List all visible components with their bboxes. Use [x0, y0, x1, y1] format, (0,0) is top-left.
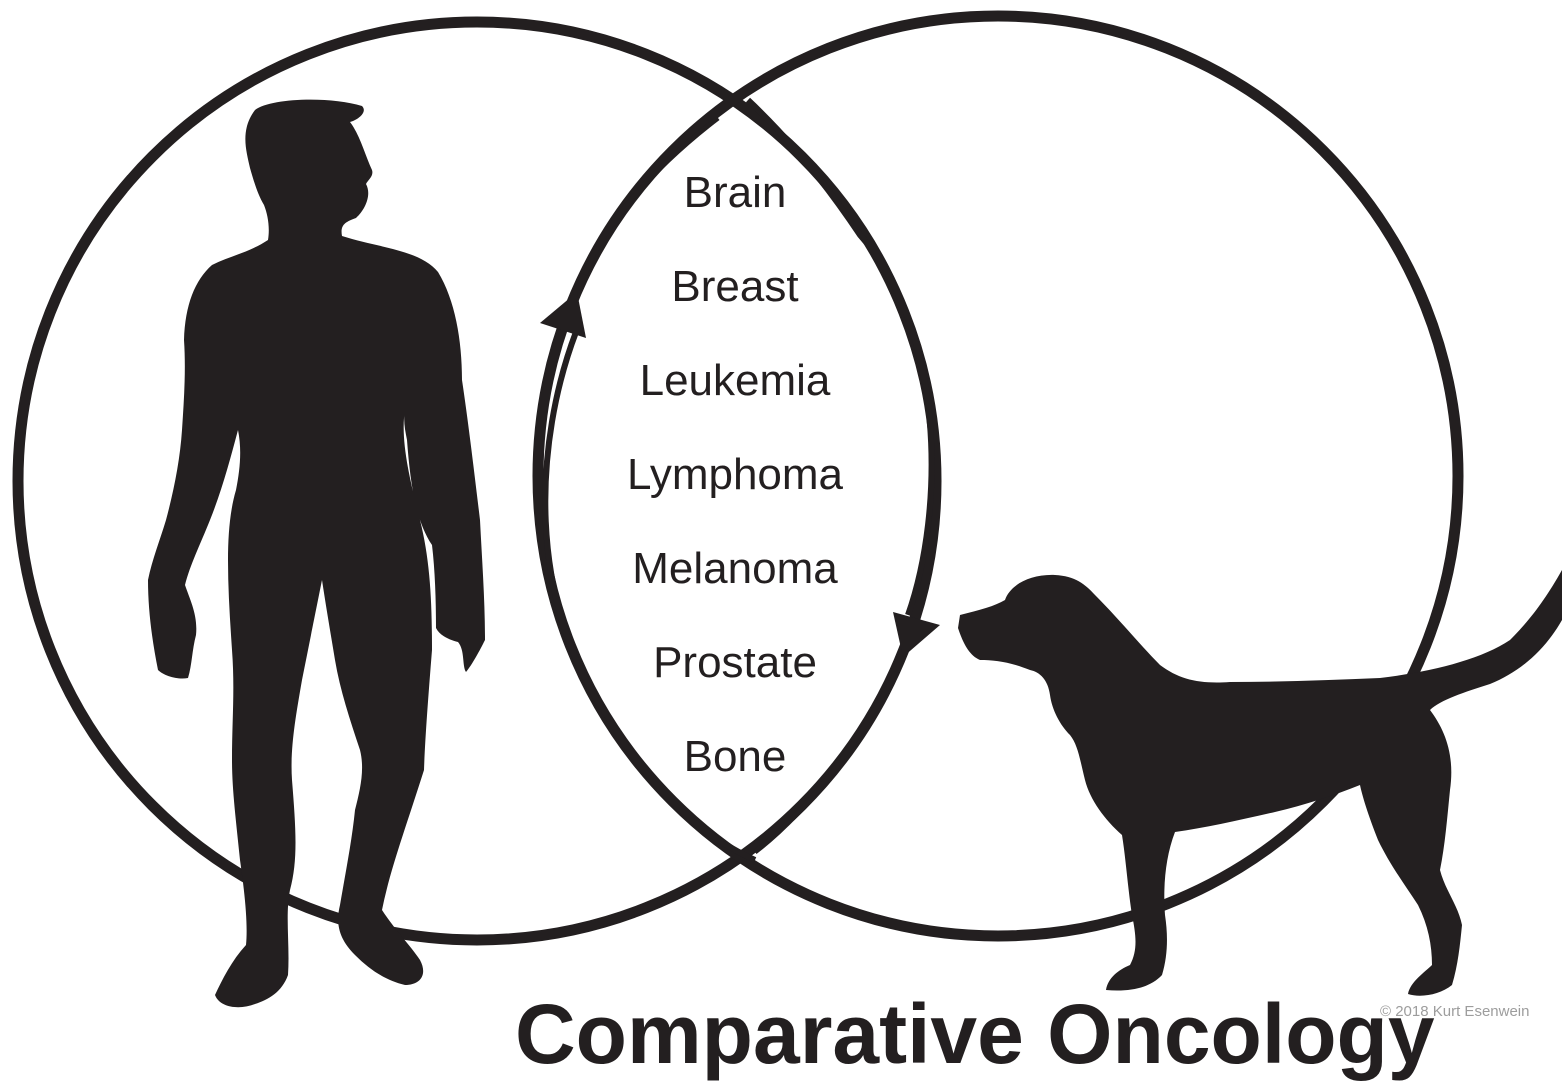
cancer-label-melanoma: Melanoma	[585, 536, 885, 630]
cancer-label-bone: Bone	[585, 724, 885, 818]
cancer-label-leukemia: Leukemia	[585, 348, 885, 442]
cancer-label-lymphoma: Lymphoma	[585, 442, 885, 536]
cancer-label-brain: Brain	[585, 160, 885, 254]
venn-diagram: Brain Breast Leukemia Lymphoma Melanoma …	[0, 0, 1562, 1016]
cancer-label-prostate: Prostate	[585, 630, 885, 724]
diagram-title: Comparative Oncology	[515, 992, 1435, 1076]
copyright-notice: © 2018 Kurt Esenwein	[1380, 1004, 1529, 1019]
cancer-label-breast: Breast	[585, 254, 885, 348]
shared-cancer-list: Brain Breast Leukemia Lymphoma Melanoma …	[585, 160, 885, 818]
human-silhouette-icon	[148, 100, 485, 1008]
